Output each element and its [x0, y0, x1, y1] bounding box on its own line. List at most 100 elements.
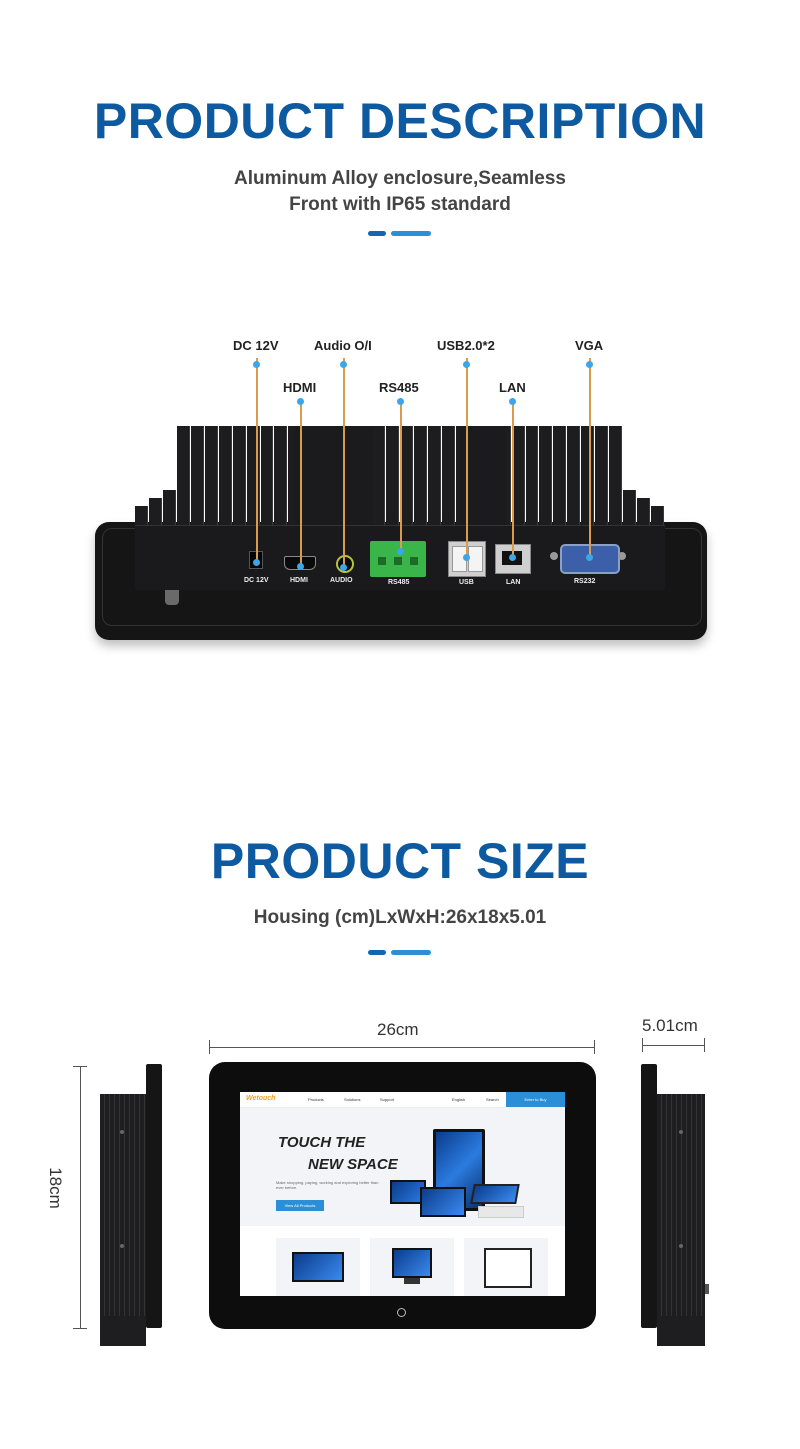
leader-dc12v: [256, 358, 258, 563]
dot-usb-end: [463, 554, 470, 561]
heatsink-fin: [232, 426, 246, 526]
dimension-width-line: [209, 1047, 595, 1048]
screen-hero-monitor-mid: [420, 1187, 466, 1217]
port-label-usb: USB: [459, 579, 474, 586]
heatsink-fin: [553, 426, 567, 526]
dimension-height-tick-bottom: [73, 1328, 87, 1329]
description-subtitle-line2: Front with IP65 standard: [289, 194, 511, 215]
heatsink-fin: [441, 426, 455, 526]
heatsink-fin: [135, 506, 148, 526]
leader-hdmi: [300, 400, 302, 567]
heatsink-fin: [190, 426, 204, 526]
dot-audio-end: [340, 564, 347, 571]
dot-rs485-top: [397, 398, 404, 405]
dimension-height-label: 18cm: [45, 1167, 65, 1209]
callout-usb: USB2.0*2: [437, 338, 495, 353]
screen-card-3: [464, 1238, 548, 1296]
screen-cta: Enter to Buy: [506, 1092, 565, 1107]
size-divider-long: [391, 950, 431, 955]
leader-lan: [512, 400, 514, 558]
dot-rs485-end: [397, 548, 404, 555]
dimension-depth-tick-left: [642, 1038, 643, 1052]
heatsink-fin: [176, 426, 190, 526]
callout-hdmi: HDMI: [283, 380, 317, 395]
screen-nav-bar: [240, 1092, 565, 1108]
dimension-depth-label: 5.01cm: [642, 1016, 698, 1035]
dimension-width-tick-left: [209, 1040, 210, 1054]
screen-nav-solutions: Solutions: [344, 1097, 361, 1102]
dot-vga-top: [586, 361, 593, 368]
heatsink-fin: [567, 426, 581, 526]
side-left-fins: [100, 1094, 146, 1316]
screen-hero-pos: [470, 1184, 520, 1204]
size-title: PRODUCT SIZE: [210, 833, 590, 889]
heatsink-fin: [400, 426, 413, 526]
side-right-knob: [705, 1284, 709, 1294]
screen-hero-text: Make shopping, paying, working and explo…: [276, 1180, 379, 1190]
screen-card-2: [370, 1238, 454, 1296]
screen-lang: English: [452, 1097, 466, 1102]
port-label-audio: AUDIO: [330, 577, 353, 584]
heatsink-fin: [260, 426, 274, 526]
side-left-screw-bottom: [120, 1244, 124, 1248]
front-screen: Wetouch Products Solutions Support Engli…: [240, 1092, 565, 1296]
rs485-terminal: [370, 541, 426, 577]
heatsink-fin: [651, 506, 664, 526]
screen-hero-line2: NEW SPACE: [308, 1156, 398, 1173]
dot-audio-top: [340, 361, 347, 368]
heatsink-fin: [274, 426, 288, 526]
heatsink-fin: [204, 426, 218, 526]
leader-rs485: [400, 400, 402, 552]
side-right-fins: [657, 1094, 705, 1316]
heatsink-fin: [637, 498, 651, 526]
screen-nav-products: Products: [308, 1097, 324, 1102]
side-right-screw-bottom: [679, 1244, 683, 1248]
heatsink-fin: [595, 426, 609, 526]
dot-hdmi-end: [297, 563, 304, 570]
size-divider-short: [368, 950, 386, 955]
dot-dc12v-top: [253, 361, 260, 368]
dot-hdmi-top: [297, 398, 304, 405]
screen-search: Search: [486, 1097, 499, 1102]
side-left-screw-top: [120, 1130, 124, 1134]
dot-usb-top: [463, 361, 470, 368]
heatsink-fin: [413, 426, 427, 526]
dimension-depth-tick-right: [704, 1038, 705, 1052]
screen-hero-button: View All Products: [276, 1200, 324, 1211]
dimension-depth-line: [642, 1045, 705, 1046]
leader-vga: [589, 358, 591, 558]
side-right-screw-top: [679, 1130, 683, 1134]
heatsink-fin: [511, 426, 525, 526]
callout-vga: VGA: [575, 338, 604, 353]
size-subtitle: Housing (cm)LxWxH:26x18x5.01: [253, 907, 547, 928]
callout-audio: Audio O/I: [314, 338, 372, 353]
heatsink-fin: [609, 426, 623, 526]
mount-knob: [165, 585, 179, 605]
dot-lan-end: [509, 554, 516, 561]
port-label-lan: LAN: [506, 579, 521, 586]
description-title: PRODUCT DESCRIPTION: [93, 93, 707, 149]
port-label-rs232: RS232: [574, 578, 596, 585]
port-label-rs485: RS485: [388, 579, 410, 586]
side-view-left: [98, 1064, 164, 1346]
side-right-bezel: [641, 1064, 657, 1328]
heatsink-fin: [218, 426, 232, 526]
dot-lan-top: [509, 398, 516, 405]
side-left-bezel: [146, 1064, 162, 1328]
description-subtitle-line1: Aluminum Alloy enclosure,Seamless: [234, 168, 566, 189]
heatsink-fin: [148, 498, 162, 526]
heatsink-fin: [372, 426, 386, 526]
dot-dc12v-end: [253, 559, 260, 566]
screen-card-1: [276, 1238, 360, 1296]
heatsink-fin: [623, 490, 637, 526]
rs232-screw-left: [550, 552, 558, 560]
divider-long: [391, 231, 431, 236]
front-view-display: Wetouch Products Solutions Support Engli…: [209, 1062, 596, 1329]
port-label-hdmi: HDMI: [290, 577, 308, 584]
side-view-right: [641, 1064, 709, 1346]
heatsink-fin: [539, 426, 553, 526]
screen-hero-line1: TOUCH THE: [278, 1134, 366, 1151]
screen-logo: Wetouch: [246, 1095, 276, 1102]
heatsink-fin: [162, 490, 176, 526]
heatsink-fin: [581, 426, 595, 526]
